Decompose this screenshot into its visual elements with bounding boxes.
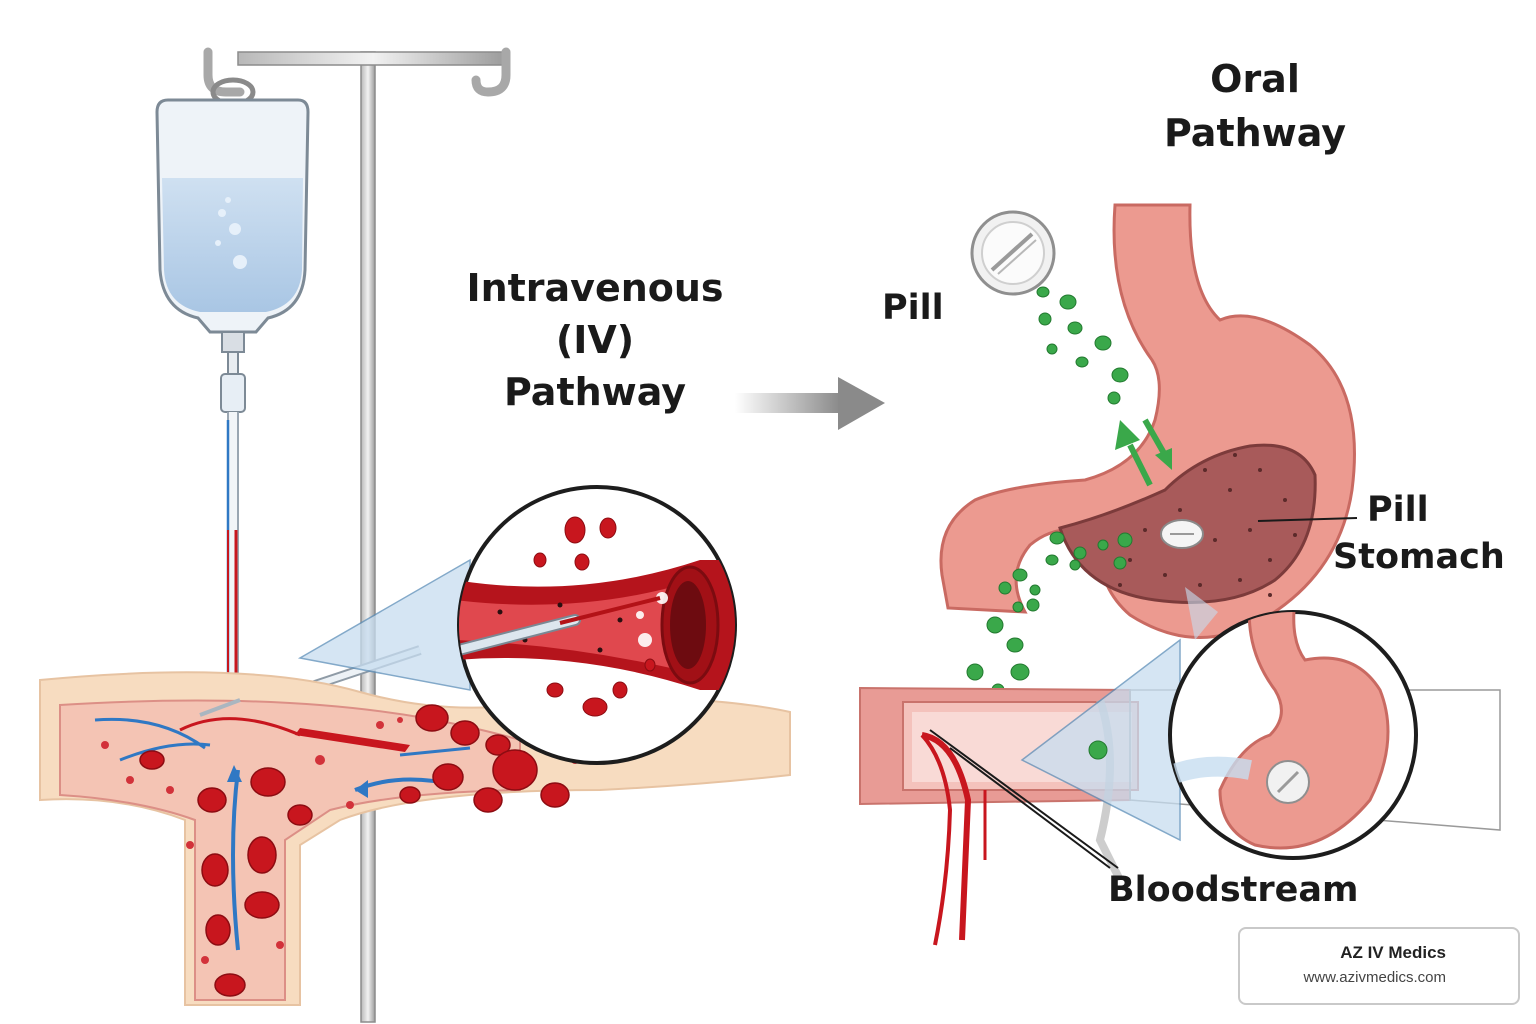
stomach-label: Stomach bbox=[1333, 537, 1505, 577]
pill-in-stomach-label: Pill bbox=[1367, 490, 1429, 530]
iv-bag bbox=[155, 77, 310, 413]
pill-tablet bbox=[970, 210, 1056, 296]
oral-title-line2: Pathway bbox=[1163, 111, 1347, 155]
oral-title-line1: Oral bbox=[1210, 57, 1300, 101]
iv-title-line1: Intravenous bbox=[466, 266, 724, 310]
iv-pathway-title: Intravenous (IV) Pathway bbox=[440, 262, 750, 418]
label-pointers bbox=[929, 517, 1358, 869]
pill-label: Pill bbox=[882, 288, 944, 328]
iv-title-line3: Pathway bbox=[503, 370, 687, 414]
bloodstream-label: Bloodstream bbox=[1108, 870, 1359, 910]
brand-url[interactable]: www.azivmedics.com bbox=[1303, 969, 1446, 986]
brand-name: AZ IV Medics bbox=[1340, 943, 1446, 962]
iv-zoom-inset bbox=[297, 485, 737, 765]
absorption-arrows bbox=[1115, 418, 1172, 487]
iv-title-line2: (IV) bbox=[555, 318, 635, 362]
center-arrow bbox=[735, 377, 885, 430]
stomach-zoom-inset bbox=[1020, 587, 1418, 860]
oral-pathway-title: Oral Pathway bbox=[1140, 52, 1370, 160]
brand-badge[interactable]: AZ IV Medics www.azivmedics.com bbox=[1238, 927, 1520, 1005]
